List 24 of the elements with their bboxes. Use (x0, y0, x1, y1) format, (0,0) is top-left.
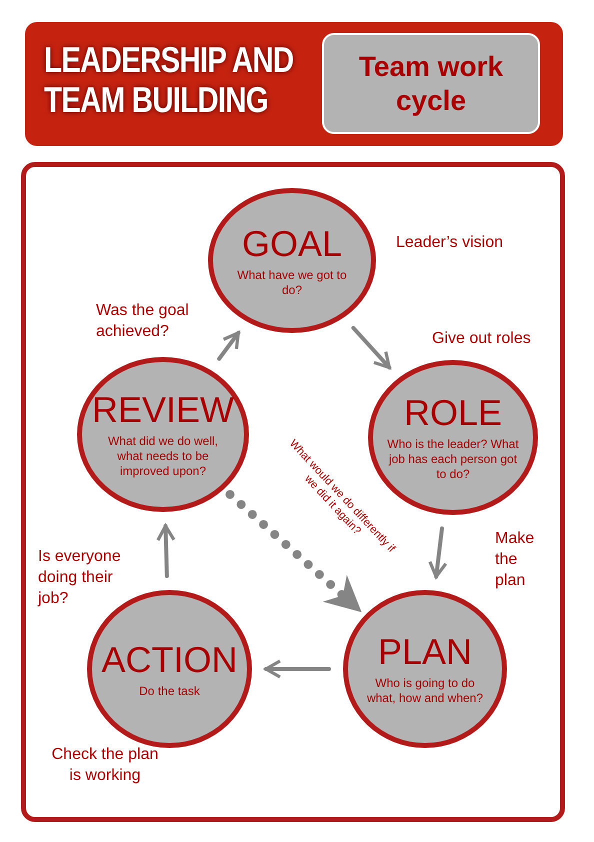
edge-label: Make the plan (495, 529, 536, 591)
dotted-arrow (226, 490, 364, 614)
stage-heading: ROLE (404, 393, 502, 433)
arrow (264, 659, 331, 679)
stage-question: What have we got to do? (236, 268, 348, 298)
arrow (351, 326, 392, 370)
arrow (156, 524, 176, 578)
stage-question: Do the task (139, 684, 200, 698)
stage-heading: ACTION (102, 640, 238, 680)
edge-label: Was the goal achieved? (96, 301, 190, 342)
arrow (428, 526, 448, 579)
edge-label: Is everyone doing their job? (38, 547, 122, 609)
side-note: Check the plan is working (50, 745, 160, 786)
title: LEADERSHIP AND TEAM BUILDING (44, 40, 294, 120)
stage-question: Who is the leader? What job has each person got to do? (387, 437, 519, 482)
stage-heading: PLAN (378, 632, 472, 672)
side-note: Leader’s vision (396, 233, 504, 253)
arrow (217, 330, 240, 361)
stage-question: What did we do well, what needs to be improved upon? (106, 434, 220, 479)
stage-heading: GOAL (242, 224, 342, 264)
heading-box: Team work cycle (322, 33, 540, 134)
stage-heading: REVIEW (92, 390, 234, 430)
edge-label: Give out roles (432, 329, 532, 349)
stage-question: Who is going to do what, how and when? (366, 676, 484, 706)
